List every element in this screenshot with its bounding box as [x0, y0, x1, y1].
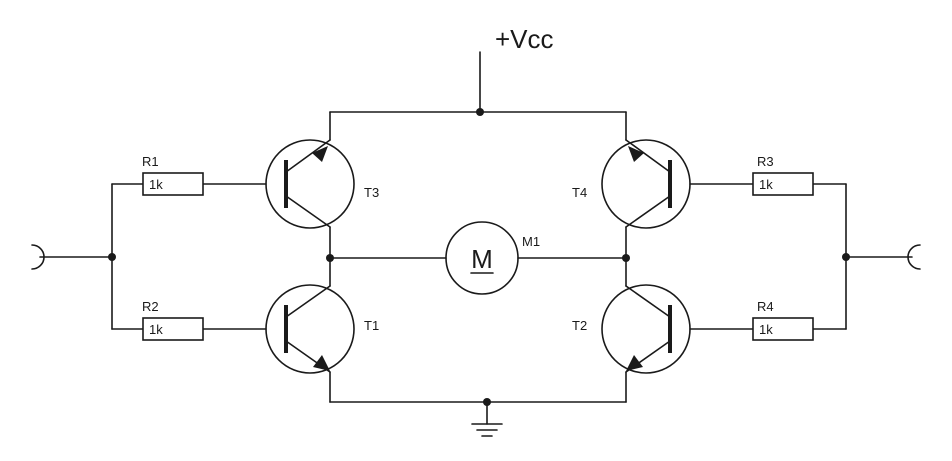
resistor-r1-label: R1: [142, 154, 159, 169]
transistor-t3: [265, 139, 355, 229]
motor-symbol: M: [471, 244, 493, 274]
transistor-t2-label: T2: [572, 318, 587, 333]
vcc-label: +Vcc: [495, 24, 554, 54]
resistor-r3-value: 1k: [759, 177, 773, 192]
resistor-r1-value: 1k: [149, 177, 163, 192]
resistor-r2-value: 1k: [149, 322, 163, 337]
ground-rail: [329, 371, 627, 425]
resistor-r4-value: 1k: [759, 322, 773, 337]
transistor-t4-label: T4: [572, 185, 587, 200]
transistor-t4: [601, 139, 691, 229]
motor-m1: M: [445, 221, 519, 295]
resistor-r3-label: R3: [757, 154, 774, 169]
ground-symbol: [471, 423, 503, 437]
resistor-r2: 1k R2: [142, 299, 204, 341]
motor-branch-wires: [326, 226, 630, 287]
transistor-t1-label: T1: [364, 318, 379, 333]
vcc-rail: [329, 51, 627, 141]
motor-label: M1: [522, 234, 540, 249]
left-input-wiring: [31, 183, 267, 330]
resistor-r1: 1k R1: [142, 154, 204, 196]
resistor-r2-label: R2: [142, 299, 159, 314]
resistor-r4-label: R4: [757, 299, 774, 314]
resistor-r4: 1k R4: [752, 299, 814, 341]
transistor-t3-label: T3: [364, 185, 379, 200]
resistor-r3: 1k R3: [752, 154, 814, 196]
transistor-t1: [265, 284, 355, 374]
transistor-t2: [601, 284, 691, 374]
right-input-wiring: [689, 183, 921, 330]
